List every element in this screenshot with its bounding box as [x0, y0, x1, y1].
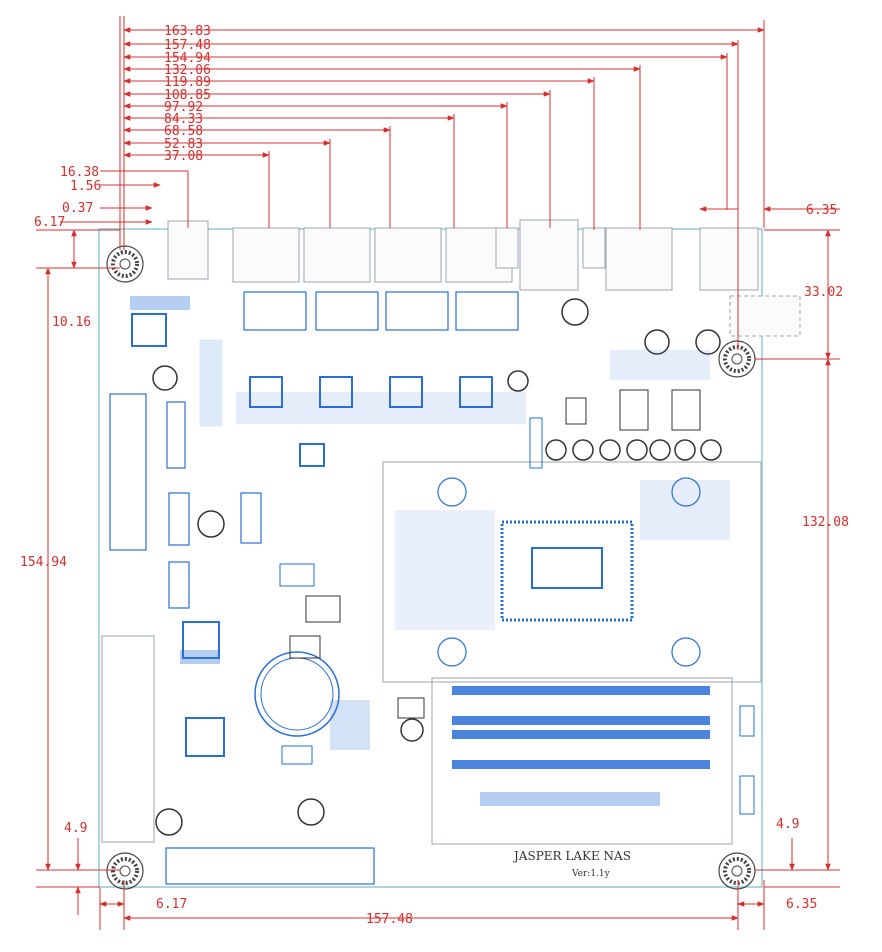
chip-icon [299, 443, 325, 467]
motherboard: JASPER LAKE NAS Ver:1.1y [98, 219, 801, 890]
dim-left-offset-3: 0.37 [62, 201, 93, 216]
ram-slot-icon [431, 677, 733, 845]
dim-top-7: 97.92 [164, 100, 203, 115]
dim-left-offset-2: 1.56 [70, 179, 101, 194]
dim-left-offset-4: 6.17 [34, 215, 65, 230]
hdmi-port [605, 227, 673, 291]
usb-port [495, 227, 519, 269]
dim-top-3: 154.94 [164, 51, 211, 66]
chip-icon [249, 376, 283, 408]
dim-top-9: 68.58 [164, 124, 203, 139]
dim-top-1: 163.83 [164, 24, 211, 39]
mounting-hole-icon [106, 852, 144, 890]
dim-top-6: 108.85 [164, 88, 211, 103]
heatsink-hole [437, 637, 467, 667]
chip-icon [459, 376, 493, 408]
heatsink-hole [671, 477, 701, 507]
soc-package [500, 520, 634, 622]
dim-top-10: 52.83 [164, 137, 203, 152]
chip-icon [185, 717, 225, 757]
chip-icon [319, 376, 353, 408]
dim-left-mid: 10.16 [52, 315, 91, 330]
board-name: JASPER LAKE NAS [512, 849, 631, 863]
board-version: Ver:1.1y [571, 869, 611, 879]
heatsink-area [382, 461, 762, 683]
dimension-lines [36, 16, 840, 930]
dim-left-bottom: 4.9 [64, 821, 87, 836]
rear-io-ports [167, 219, 801, 337]
connector-icon [101, 339, 375, 885]
lan-chips [131, 313, 493, 757]
mounting-hole-icon [718, 852, 756, 890]
capacitor-icon [152, 298, 722, 836]
chip-icon [389, 376, 423, 408]
dim-right-port: 33.02 [804, 285, 843, 300]
magnetics-row [243, 291, 519, 331]
dim-right-bottom: 4.9 [776, 817, 799, 832]
mounting-hole-icon [106, 245, 144, 283]
rj45-port [232, 227, 300, 283]
dim-top-4: 132.06 [164, 63, 211, 78]
chip-icon [131, 313, 167, 347]
heatsink-hole [437, 477, 467, 507]
dimension-labels: 163.83 157.48 154.94 132.06 119.89 108.8… [20, 24, 849, 927]
dim-bottom-right: 6.35 [786, 897, 817, 912]
rj45-port [374, 227, 442, 283]
dim-top-2: 157.48 [164, 38, 211, 53]
small-components [130, 296, 755, 815]
rj45-port [303, 227, 371, 283]
dim-right-height: 132.08 [802, 515, 849, 530]
dim-top-5: 119.89 [164, 75, 211, 90]
dim-top-11: 37.08 [164, 149, 203, 164]
audio-jack [167, 220, 209, 280]
dim-left-height: 154.94 [20, 555, 67, 570]
dc-jack [729, 295, 801, 337]
usb-port [582, 227, 606, 269]
dim-right-top: 6.35 [806, 203, 837, 218]
dim-bottom-width: 157.48 [366, 912, 413, 927]
chip-icon [182, 621, 220, 659]
dim-bottom-left: 6.17 [156, 897, 187, 912]
heatsink-hole [671, 637, 701, 667]
usb-port [699, 227, 759, 291]
vga-port [519, 219, 579, 291]
dim-top-8: 84.33 [164, 112, 203, 127]
dim-left-offset-1: 16.38 [60, 165, 99, 180]
